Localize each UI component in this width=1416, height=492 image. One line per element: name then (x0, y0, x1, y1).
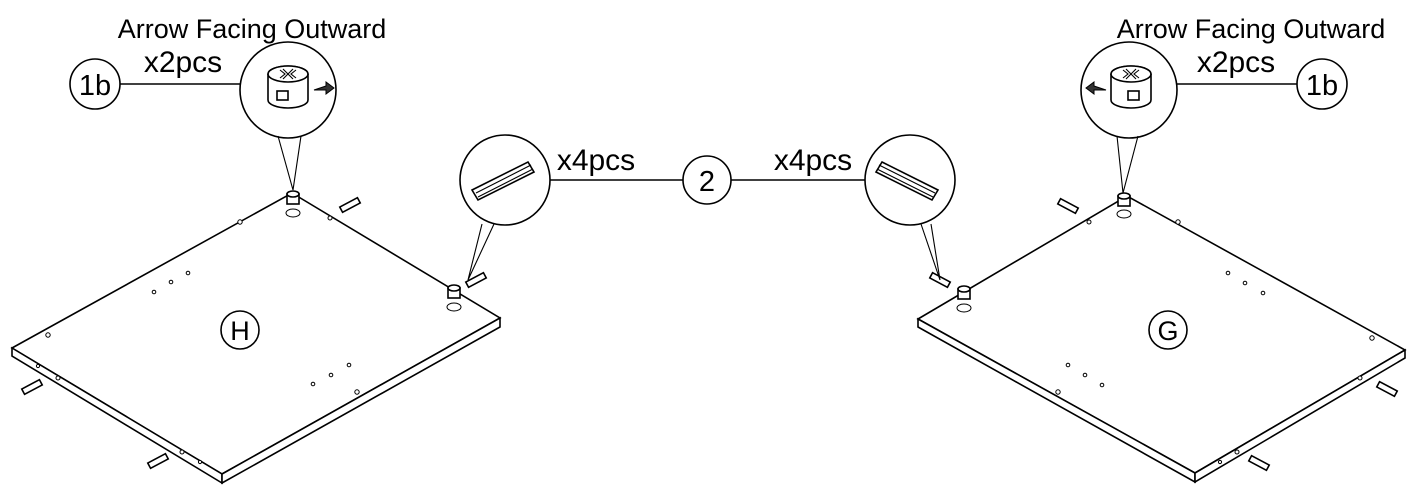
left-dowel-qty: x4pcs (557, 144, 635, 177)
arrow-outward-icon (1085, 81, 1107, 95)
dowel-icon (874, 160, 940, 202)
left-cam-qty: x2pcs (144, 46, 222, 79)
panel-h: H (10, 190, 502, 485)
right-cam-callout: Arrow Facing Outward x2pcs 1b (1080, 14, 1386, 194)
dowel-icon (20, 196, 488, 470)
dowel-callout: x4pcs 2 x4pcs (459, 134, 956, 281)
cam-lock-icon (267, 65, 309, 109)
dowel-icon (470, 160, 536, 202)
arrow-outward-icon (313, 81, 335, 95)
right-arrow-note: Arrow Facing Outward (1117, 14, 1386, 44)
right-dowel-qty: x4pcs (774, 144, 852, 177)
panel-label-h: H (230, 316, 250, 346)
left-arrow-note: Arrow Facing Outward (118, 14, 387, 44)
left-cam-callout: Arrow Facing Outward x2pcs 1b (69, 14, 387, 191)
panel-g: G (916, 192, 1407, 484)
right-cam-qty: x2pcs (1197, 46, 1275, 79)
right-cam-part-id: 1b (1306, 70, 1338, 102)
panel-label-g: G (1157, 316, 1178, 346)
left-cam-part-id: 1b (79, 70, 111, 102)
dowel-part-id: 2 (699, 166, 715, 198)
cam-lock-icon (1110, 65, 1152, 109)
